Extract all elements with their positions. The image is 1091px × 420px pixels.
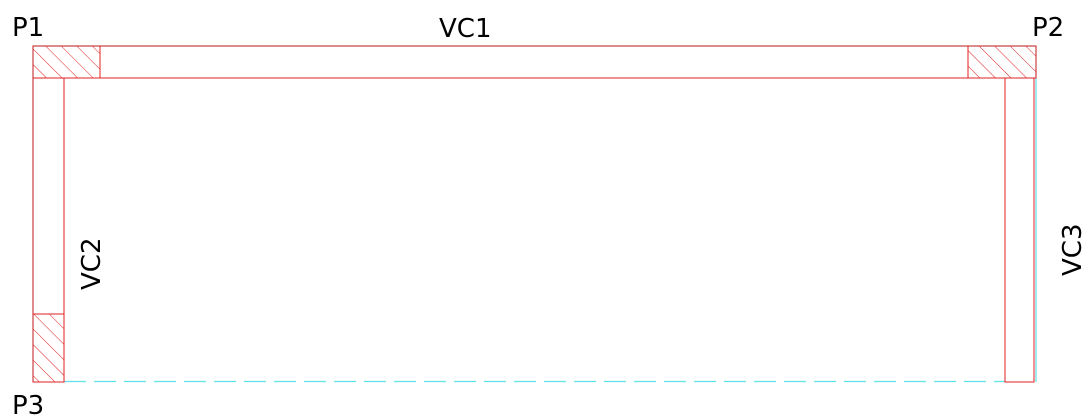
pillar-p1 [32,45,101,79]
label-p2: P2 [1032,13,1064,43]
label-vc1: VC1 [439,14,491,44]
pillar-p3 [32,313,65,383]
label-vc3: VC3 [1058,224,1088,276]
label-vc2: VC2 [77,238,107,290]
beam-vc1 [32,45,1037,79]
slab-outline [32,45,1037,383]
beam-vc3 [1004,77,1035,383]
label-p3: P3 [12,391,44,420]
label-p1: P1 [12,13,44,43]
pillar-p2 [967,45,1037,79]
